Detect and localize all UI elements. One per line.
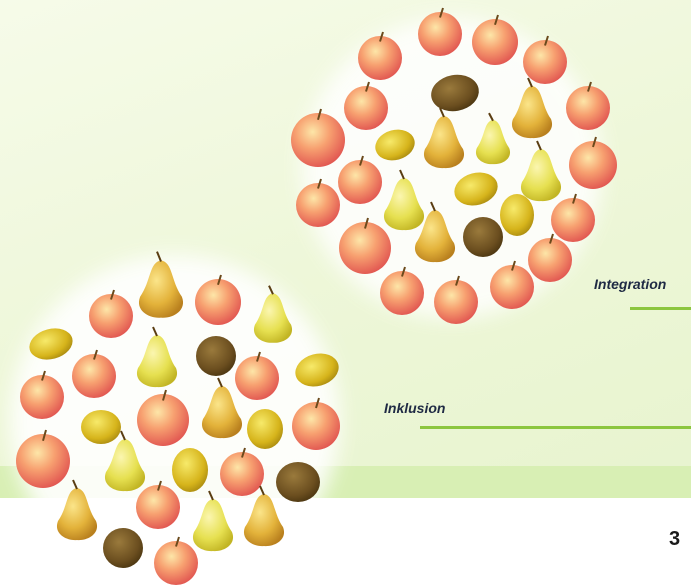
integration-underline xyxy=(630,307,691,310)
kiwi-icon xyxy=(103,528,143,568)
integration-label: Integration xyxy=(594,276,666,292)
page-number: 3 xyxy=(669,528,680,551)
kiwi-icon xyxy=(196,336,236,376)
lemon-icon xyxy=(247,409,283,449)
kiwi-icon xyxy=(463,217,503,257)
kiwi-icon xyxy=(276,462,320,502)
lemon-icon xyxy=(500,194,534,236)
inklusion-underline xyxy=(420,426,691,429)
apple-icon xyxy=(418,8,462,56)
lemon-icon xyxy=(172,448,208,492)
inklusion-label: Inklusion xyxy=(384,400,445,416)
lemon-icon xyxy=(81,410,121,444)
